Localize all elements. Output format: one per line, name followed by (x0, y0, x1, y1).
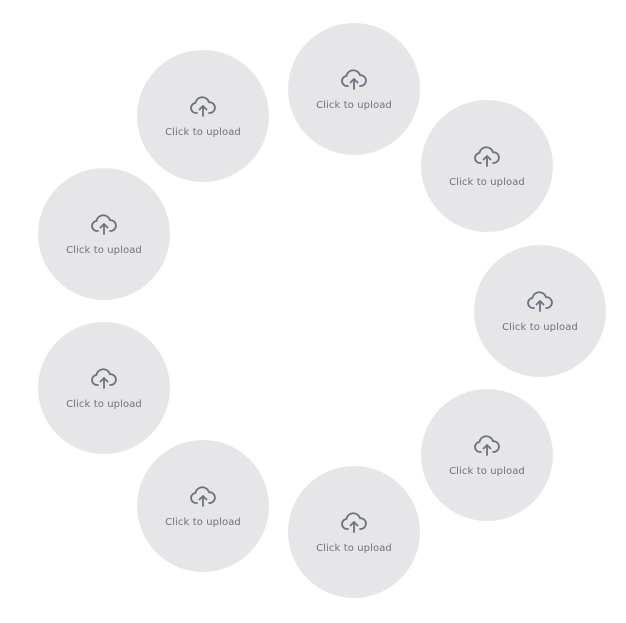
upload-button-9[interactable]: Click to upload (137, 50, 269, 182)
upload-label: Click to upload (66, 398, 142, 410)
upload-label: Click to upload (66, 244, 142, 256)
upload-button-2[interactable]: Click to upload (421, 100, 553, 232)
upload-label: Click to upload (165, 126, 241, 138)
upload-button-1[interactable]: Click to upload (288, 23, 420, 155)
upload-button-5[interactable]: Click to upload (288, 466, 420, 598)
cloud-upload-icon (340, 68, 368, 92)
cloud-upload-icon (90, 213, 118, 237)
cloud-upload-icon (473, 145, 501, 169)
cloud-upload-icon (189, 485, 217, 509)
upload-label: Click to upload (165, 516, 241, 528)
upload-button-4[interactable]: Click to upload (421, 389, 553, 521)
upload-button-8[interactable]: Click to upload (38, 168, 170, 300)
cloud-upload-icon (473, 434, 501, 458)
upload-button-3[interactable]: Click to upload (474, 245, 606, 377)
cloud-upload-icon (340, 511, 368, 535)
upload-button-7[interactable]: Click to upload (38, 322, 170, 454)
upload-label: Click to upload (316, 542, 392, 554)
upload-label: Click to upload (449, 176, 525, 188)
upload-button-6[interactable]: Click to upload (137, 440, 269, 572)
upload-label: Click to upload (502, 321, 578, 333)
cloud-upload-icon (526, 290, 554, 314)
upload-label: Click to upload (316, 99, 392, 111)
cloud-upload-icon (189, 95, 217, 119)
upload-label: Click to upload (449, 465, 525, 477)
cloud-upload-icon (90, 367, 118, 391)
